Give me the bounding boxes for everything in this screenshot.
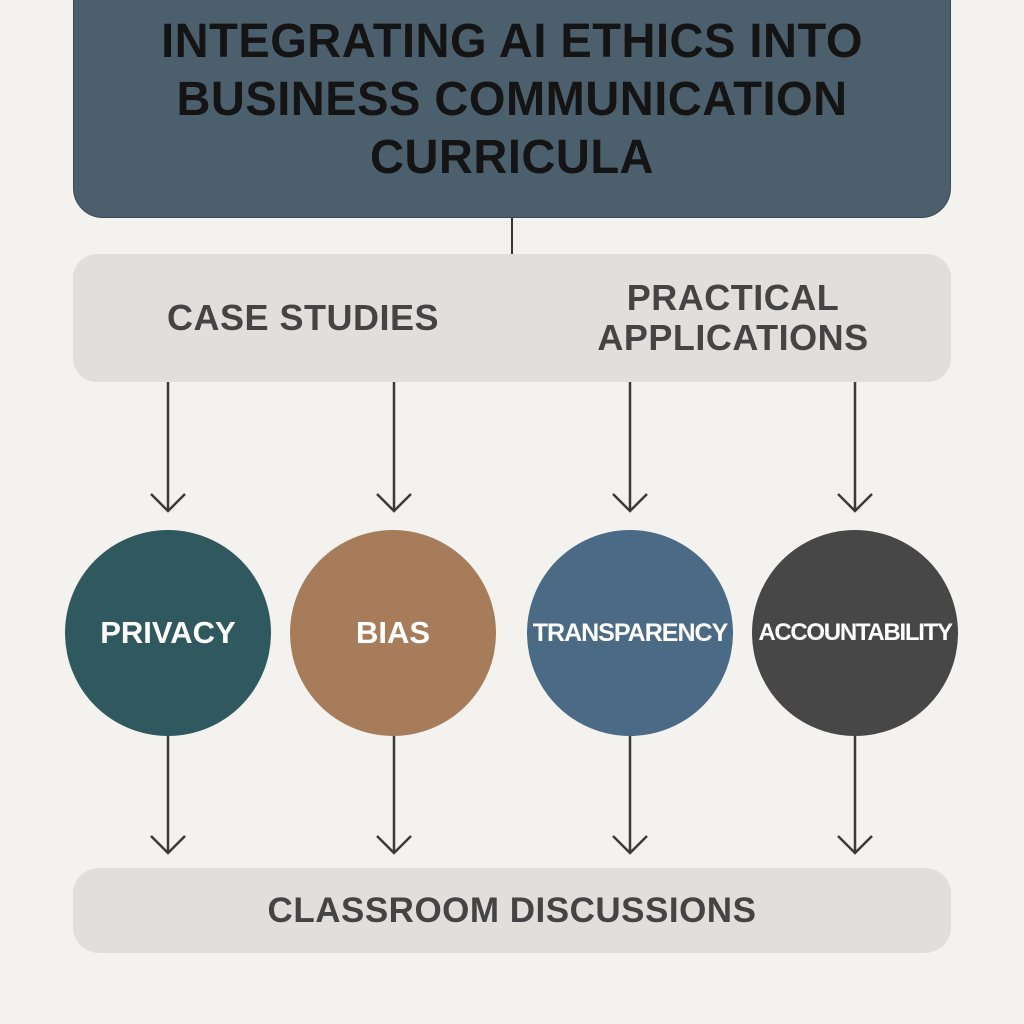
topic-label: TRANSPARENCY	[532, 618, 728, 647]
topic-circle-accountability: ACCOUNTABILITY	[752, 530, 958, 736]
case-studies-label: CASE STUDIES	[166, 297, 440, 338]
title-connector-line	[511, 218, 513, 254]
practical-applications-label: PRACTICAL APPLICATIONS	[597, 277, 869, 358]
arrow-down-icon	[835, 736, 875, 856]
topic-circle-transparency: TRANSPARENCY	[527, 530, 733, 736]
topic-label: PRIVACY	[100, 615, 236, 650]
topic-circle-bias: BIAS	[290, 530, 496, 736]
arrow-down-icon	[374, 382, 414, 514]
page-title: INTEGRATING AI ETHICS INTO BUSINESS COMM…	[161, 15, 863, 184]
arrow-down-icon	[835, 382, 875, 514]
title-box: INTEGRATING AI ETHICS INTO BUSINESS COMM…	[73, 0, 951, 218]
arrow-down-icon	[610, 736, 650, 856]
classroom-discussions-label: CLASSROOM DISCUSSIONS	[267, 890, 757, 930]
topic-label: BIAS	[355, 615, 431, 650]
topic-circle-privacy: PRIVACY	[65, 530, 271, 736]
classroom-discussions-panel: CLASSROOM DISCUSSIONS	[73, 868, 951, 953]
topic-label: ACCOUNTABILITY	[758, 619, 953, 646]
arrow-down-icon	[148, 736, 188, 856]
arrow-down-icon	[148, 382, 188, 514]
arrow-down-icon	[374, 736, 414, 856]
arrow-down-icon	[610, 382, 650, 514]
approaches-panel: CASE STUDIES PRACTICAL APPLICATIONS	[73, 254, 951, 382]
